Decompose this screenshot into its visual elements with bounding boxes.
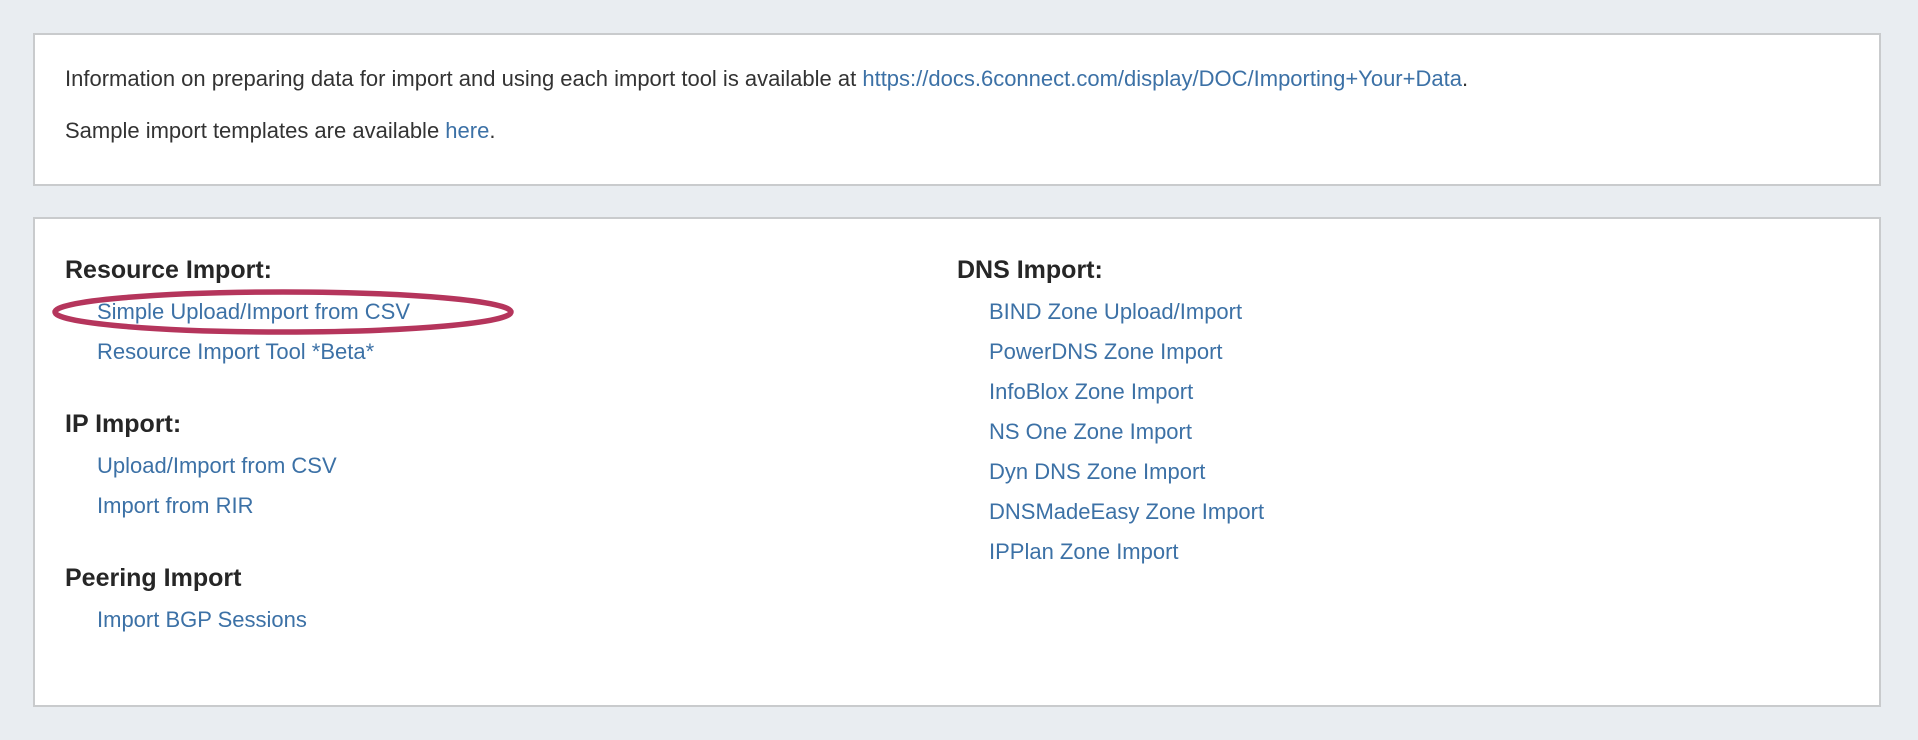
info-panel: Information on preparing data for import… [33,33,1881,186]
templates-here-link[interactable]: here [445,118,490,143]
import-column-left: Resource Import: Simple Upload/Import fro… [52,254,957,640]
import-link[interactable]: Simple Upload/Import from CSV [97,299,410,324]
import-link-item: Simple Upload/Import from CSV [52,289,957,335]
import-link[interactable]: DNSMadeEasy Zone Import [989,499,1265,524]
import-link[interactable]: Dyn DNS Zone Import [989,459,1206,484]
info-line-2-period: . [489,118,496,143]
import-link[interactable]: IPPlan Zone Import [989,539,1179,564]
import-link-item: DNSMadeEasy Zone Import [989,492,1849,532]
import-section-heading: Resource Import: [65,256,272,284]
import-link-item: BIND Zone Upload/Import [989,292,1849,332]
import-panel: Resource Import: Simple Upload/Import fro… [33,217,1881,707]
import-link-list: Import BGP Sessions [65,600,957,640]
import-link-item: InfoBlox Zone Import [989,372,1849,412]
info-line-1-text: Information on preparing data for import… [65,66,863,91]
import-section-heading: DNS Import: [957,256,1103,284]
info-line-templates: Sample import templates are available he… [65,117,1849,145]
import-link[interactable]: Import from RIR [97,493,254,518]
import-link[interactable]: BIND Zone Upload/Import [989,299,1243,324]
import-link[interactable]: Import BGP Sessions [97,607,307,632]
info-line-2-text: Sample import templates are available [65,118,446,143]
import-link-list: Upload/Import from CSV Import from RIR [65,446,957,526]
import-link[interactable]: Resource Import Tool *Beta* [97,339,375,364]
docs-url-link[interactable]: https://docs.6connect.com/display/DOC/Im… [862,66,1462,91]
import-link-item: Import BGP Sessions [97,600,957,640]
import-link-item: Resource Import Tool *Beta* [97,332,957,372]
import-link[interactable]: NS One Zone Import [989,419,1192,444]
import-link-item: NS One Zone Import [989,412,1849,452]
import-section-heading: IP Import: [65,410,182,438]
import-link-item: Upload/Import from CSV [97,446,957,486]
info-line-documentation: Information on preparing data for import… [65,65,1849,93]
import-link[interactable]: InfoBlox Zone Import [989,379,1194,404]
import-link[interactable]: Upload/Import from CSV [97,453,337,478]
import-link-item: Dyn DNS Zone Import [989,452,1849,492]
import-section-heading: Peering Import [65,564,242,592]
info-line-1-period: . [1461,66,1469,91]
import-link[interactable]: PowerDNS Zone Import [989,339,1223,364]
import-link-item: Import from RIR [97,486,957,526]
import-link-item: IPPlan Zone Import [989,532,1849,572]
import-link-list: Simple Upload/Import from CSV Resource Im… [52,289,957,372]
import-link-item: PowerDNS Zone Import [989,332,1849,372]
